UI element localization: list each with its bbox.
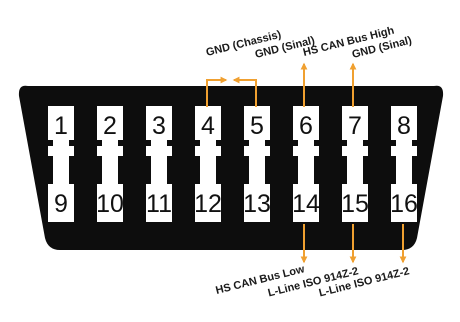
pin-number-bottom: 12 [194, 190, 222, 218]
pin-number-bottom: 11 [146, 190, 172, 218]
pin-number-top: 8 [397, 112, 411, 140]
arrow-left-icon [232, 76, 257, 107]
pin-number-bottom: 14 [292, 190, 320, 218]
pin-number-bottom: 13 [243, 190, 271, 218]
pin-slot [97, 106, 123, 222]
pin-slot [195, 106, 221, 222]
pin-number-top: 7 [348, 112, 362, 140]
pin-slot [146, 106, 172, 222]
pin-number-top: 4 [201, 112, 215, 140]
pin-number-top: 3 [152, 112, 166, 140]
pin-number-bottom: 15 [341, 190, 369, 218]
pin-numbers: 1 9 2 10 3 11 4 12 5 13 6 14 7 15 8 16 [54, 112, 418, 218]
pin-number-top: 5 [250, 112, 264, 140]
pin-slots [48, 106, 417, 222]
pin-number-top: 6 [299, 112, 313, 140]
pin-slot [293, 106, 319, 222]
arrow-right-icon [206, 76, 228, 107]
pin-slot [48, 106, 74, 222]
pin-slot [391, 106, 417, 222]
pin-number-top: 2 [103, 112, 117, 140]
pin-slot [342, 106, 368, 222]
pin-slot [244, 106, 270, 222]
signal-arrows [206, 62, 407, 264]
pin-number-bottom: 10 [96, 190, 124, 218]
pin-number-bottom: 9 [54, 190, 68, 218]
pin-number-top: 1 [54, 112, 68, 140]
connector-body [18, 85, 444, 250]
pin-number-bottom: 16 [390, 190, 418, 218]
